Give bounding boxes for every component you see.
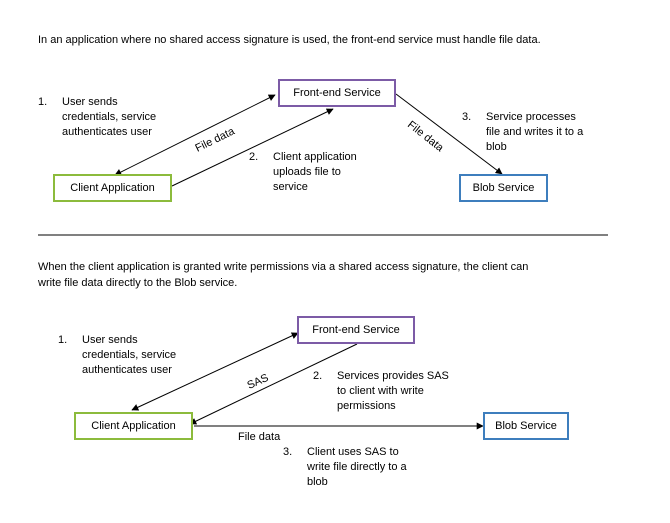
bottom-step-2: 2. Services provides SAS to client with …	[313, 369, 483, 417]
top-step-2: 2. Client application uploads file to se…	[249, 150, 399, 198]
step-number: 3.	[283, 446, 293, 458]
arrow-client-frontend-bottom	[131, 332, 299, 411]
step-line: uploads file to	[273, 166, 341, 178]
arrow-frontend-client-sas	[189, 343, 358, 425]
client-application-box-top: Client Application	[53, 174, 172, 202]
arrow-frontend-client-top	[114, 94, 276, 176]
client-application-box-bottom: Client Application	[74, 412, 193, 440]
step-line: User sends	[62, 96, 118, 108]
step-line: Client application	[273, 151, 357, 163]
top-step-1: 1. User sends credentials, service authe…	[38, 95, 198, 143]
step-line: permissions	[337, 400, 396, 412]
bottom-step-3: 3. Client uses SAS to write file directl…	[283, 445, 453, 493]
step-number: 3.	[462, 111, 472, 123]
step-line: to client with write	[337, 385, 424, 397]
top-step-3: 3. Service processes file and writes it …	[462, 110, 622, 158]
step-line: Client uses SAS to	[307, 446, 399, 458]
step-line: credentials, service	[82, 349, 177, 361]
step-line: authenticates user	[82, 364, 172, 376]
top-caption: In an application where no shared access…	[38, 34, 541, 46]
step-number: 1.	[58, 334, 68, 346]
blob-service-box-top: Blob Service	[459, 174, 548, 202]
arrow-client-frontend-top	[171, 108, 334, 187]
step-number: 2.	[249, 151, 259, 163]
bottom-caption-line-1: When the client application is granted w…	[38, 261, 529, 273]
bottom-step-1: 1. User sends credentials, service authe…	[58, 333, 218, 381]
step-line: file and writes it to a	[486, 126, 584, 138]
step-line: service	[273, 181, 308, 193]
step-line: write file directly to a	[307, 461, 407, 473]
step-line: User sends	[82, 334, 138, 346]
step-number: 2.	[313, 370, 323, 382]
step-line: blob	[307, 476, 328, 488]
step-line: Services provides SAS	[337, 370, 449, 382]
file-data-label-bottom: File data	[238, 431, 281, 443]
step-line: blob	[486, 141, 507, 153]
arrow-frontend-blob-top	[395, 93, 503, 175]
step-line: authenticates user	[62, 126, 152, 138]
blob-service-box-bottom: Blob Service	[483, 412, 569, 440]
bottom-caption-line-2: write file data directly to the Blob ser…	[38, 277, 238, 289]
frontend-service-box-top: Front-end Service	[278, 79, 396, 107]
step-number: 1.	[38, 96, 48, 108]
step-line: Service processes	[486, 111, 576, 123]
frontend-service-box-bottom: Front-end Service	[297, 316, 415, 344]
step-line: credentials, service	[62, 111, 157, 123]
